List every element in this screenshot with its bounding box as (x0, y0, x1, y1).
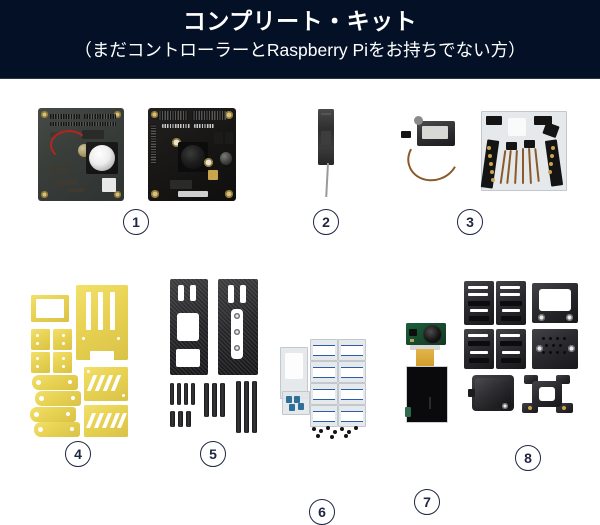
cooling-fan (86, 142, 118, 174)
black-vented-plate (532, 329, 578, 369)
camera-board (406, 323, 446, 345)
screw-bag (338, 361, 366, 383)
black-parts-photo (458, 275, 584, 439)
screw-bag (338, 339, 366, 361)
yellow-vented-plate (84, 405, 128, 437)
frame-standoff (204, 383, 209, 417)
item-badge-2: 2 (313, 209, 339, 235)
camera-lens (423, 325, 442, 344)
item-badge-3: 3 (457, 209, 483, 235)
black-ribbed-part (464, 281, 494, 325)
yellow-frame-plate (31, 295, 69, 322)
black-ribbed-part (496, 281, 526, 325)
screw-bag-label (313, 389, 335, 400)
yellow-l-bracket (53, 329, 72, 350)
frame-rod (252, 381, 257, 433)
yellow-leg-arm (35, 391, 81, 406)
yellow-l-bracket (31, 329, 50, 350)
yellow-brackets-photo (18, 271, 140, 439)
black-mount-frame (532, 283, 578, 323)
screw-bag-label (341, 367, 363, 378)
page-title: コンプリート・キット (182, 8, 418, 34)
servo-connector (401, 131, 411, 138)
screw-bag-label (341, 411, 363, 422)
item-badge-8: 8 (515, 445, 541, 471)
screw-bag (338, 405, 366, 427)
black-x-chassis (520, 373, 576, 417)
kit-item-8[interactable]: 8 (458, 275, 584, 471)
item-badge-4: 4 (65, 441, 91, 467)
kit-item-7[interactable]: 7 (398, 319, 456, 515)
screw-bag-label (341, 345, 363, 356)
controller-board-b (148, 108, 236, 201)
parts-bag (280, 347, 308, 399)
frame-rod (244, 381, 249, 433)
screw-bag (310, 361, 338, 383)
servo-motor (414, 116, 455, 146)
kit-item-1[interactable]: 1 (28, 103, 248, 238)
black-ribbed-part (464, 329, 494, 369)
frame-standoff (212, 383, 217, 417)
cable-bag (480, 111, 567, 191)
antenna-body (318, 109, 334, 165)
page-header: コンプリート・キット （まだコントローラーとRaspberry Piをお持ちでな… (0, 0, 600, 79)
item-badge-7: 7 (414, 489, 440, 515)
flex-ribbon-cable (416, 349, 434, 367)
screw-bag (338, 383, 366, 405)
screw-bag (310, 339, 338, 361)
screw-bag-label (313, 411, 335, 422)
yellow-leg-arm (30, 407, 76, 422)
parts-bag (282, 391, 310, 415)
yellow-l-bracket (31, 352, 50, 373)
camera-lcd-photo (398, 319, 456, 439)
yellow-l-bracket (53, 352, 72, 373)
screw-bags-photo (278, 329, 366, 439)
kit-item-4[interactable]: 4 (18, 271, 140, 471)
carbon-plate-left (170, 279, 208, 375)
controller-board-a (38, 108, 124, 201)
frame-rod (236, 381, 241, 433)
screw-bag (310, 405, 338, 427)
yellow-leg-arm (32, 375, 78, 390)
kit-item-2[interactable]: 2 (296, 103, 356, 238)
item-badge-1: 1 (123, 209, 149, 235)
kit-item-5[interactable]: 5 (160, 271, 270, 471)
antenna-lead-wire (325, 162, 329, 197)
red-wire (50, 130, 88, 160)
yellow-slotted-plate (76, 285, 128, 360)
kit-contents-gallery: 1 2 (0, 79, 600, 525)
carbon-frame-photo (160, 271, 270, 439)
controller-boards-photo (28, 103, 248, 211)
header-divider (0, 78, 600, 79)
antenna-module-photo (296, 103, 356, 211)
frame-standoff (220, 383, 225, 417)
screw-bag-label (313, 367, 335, 378)
yellow-leg-arm (34, 422, 80, 437)
servo-and-cables-photo (395, 103, 570, 211)
carbon-plate-right (218, 279, 258, 375)
lcd-display (405, 366, 448, 423)
yellow-vented-plate (84, 367, 128, 401)
page-subtitle: （まだコントローラーとRaspberry Piをお持ちでない方） (74, 40, 526, 60)
black-cover-box (468, 375, 514, 411)
screw-bag-label (313, 345, 335, 356)
servo-label (422, 126, 448, 139)
item-badge-6: 6 (309, 499, 335, 525)
cooling-fan (178, 142, 208, 172)
kit-item-3[interactable]: 3 (395, 103, 570, 238)
kit-item-6[interactable]: 6 (278, 329, 366, 525)
screw-bag (310, 383, 338, 405)
screw-bag-label (341, 389, 363, 400)
item-badge-5: 5 (200, 441, 226, 467)
black-ribbed-part (496, 329, 526, 369)
